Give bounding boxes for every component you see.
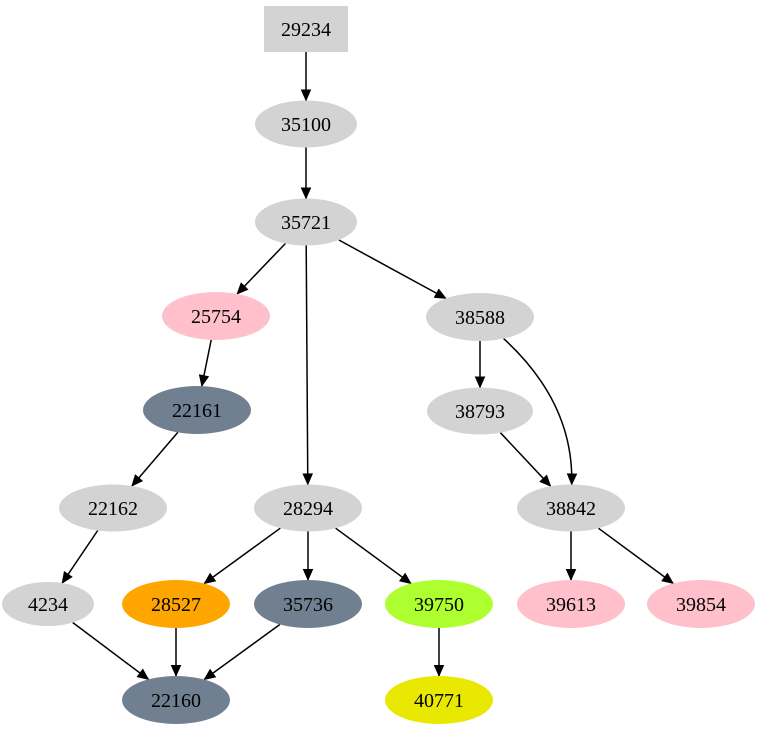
node-label-4234: 4234: [28, 594, 68, 616]
edge-22162-4234: [61, 530, 99, 584]
node-ellipse-39613: [517, 580, 625, 628]
node-22162: 22162: [59, 484, 167, 532]
node-ellipse-28294: [254, 484, 362, 532]
edge-35721-38588: [338, 239, 447, 300]
node-25754: 25754: [162, 292, 270, 340]
node-ellipse-4234: [2, 582, 94, 626]
edge-28294-39750: [335, 527, 412, 585]
node-28294: 28294: [254, 484, 362, 532]
node-35100: 35100: [255, 100, 357, 148]
node-ellipse-35721: [255, 198, 357, 246]
node-label-38793: 38793: [455, 401, 505, 423]
node-label-22160: 22160: [151, 690, 201, 712]
node-35736: 35736: [254, 580, 362, 628]
node-22160: 22160: [122, 676, 230, 724]
node-ellipse-39750: [385, 580, 493, 628]
node-38588: 38588: [426, 293, 534, 341]
node-label-35736: 35736: [283, 594, 333, 616]
node-label-40771: 40771: [414, 690, 464, 712]
node-label-39750: 39750: [414, 594, 464, 616]
node-ellipse-25754: [162, 292, 270, 340]
node-ellipse-38588: [426, 293, 534, 341]
node-label-25754: 25754: [191, 306, 241, 328]
node-ellipse-39854: [647, 580, 755, 628]
edge-25754-22161: [198, 339, 212, 388]
edge-38842-39854: [597, 527, 674, 585]
node-29234: 29234: [264, 6, 348, 52]
node-ellipse-38842: [517, 484, 625, 532]
node-label-38588: 38588: [455, 307, 505, 329]
node-4234: 4234: [2, 582, 94, 626]
edge-35736-22160: [203, 623, 281, 681]
node-ellipse-22161: [143, 386, 251, 434]
node-38842: 38842: [517, 484, 625, 532]
node-ellipse-22160: [122, 676, 230, 724]
edge-35721-28294: [302, 245, 314, 486]
node-label-29234: 29234: [281, 19, 331, 41]
edge-38793-38842: [499, 432, 552, 487]
node-label-39613: 39613: [546, 594, 596, 616]
node-ellipse-22162: [59, 484, 167, 532]
edge-28294-28527: [203, 527, 281, 585]
node-22161: 22161: [143, 386, 251, 434]
node-28527: 28527: [122, 580, 230, 628]
node-39613: 39613: [517, 580, 625, 628]
edge-38588-38842: [503, 338, 578, 486]
edge-22161-22162: [131, 431, 179, 487]
edges-layer: [61, 52, 674, 681]
node-35721: 35721: [255, 198, 357, 246]
edge-4234-22160: [72, 621, 150, 680]
node-ellipse-35100: [255, 100, 357, 148]
node-39854: 39854: [647, 580, 755, 628]
node-ellipse-35736: [254, 580, 362, 628]
node-40771: 40771: [385, 676, 493, 724]
node-label-35100: 35100: [281, 114, 331, 136]
edge-35721-25754: [236, 242, 286, 295]
node-label-35721: 35721: [281, 212, 331, 234]
node-39750: 39750: [385, 580, 493, 628]
node-ellipse-40771: [385, 676, 493, 724]
node-38793: 38793: [427, 387, 533, 435]
node-label-28294: 28294: [283, 498, 333, 520]
node-ellipse-28527: [122, 580, 230, 628]
node-label-39854: 39854: [676, 594, 726, 616]
nodes-layer: 29234 35100 35721 25754 38588 22161 38793 22162…: [2, 6, 755, 724]
node-box-29234: [264, 6, 348, 52]
node-label-28527: 28527: [151, 594, 201, 616]
node-ellipse-38793: [427, 387, 533, 435]
node-label-22161: 22161: [172, 400, 222, 422]
node-label-38842: 38842: [546, 498, 596, 520]
node-label-22162: 22162: [88, 498, 138, 520]
